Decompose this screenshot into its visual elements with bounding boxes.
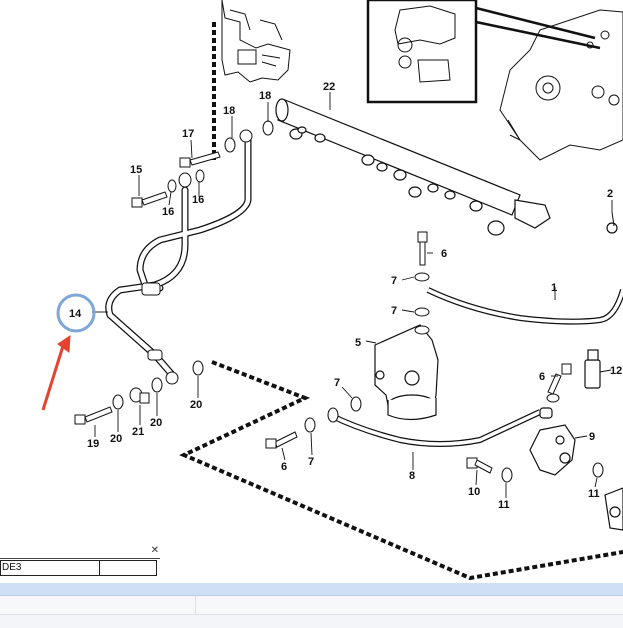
- callout-7a: 7: [391, 275, 397, 287]
- callout-20a: 20: [110, 433, 122, 445]
- callout-1: 1: [551, 282, 557, 294]
- callout-22: 22: [323, 81, 335, 93]
- bottom-band: [0, 583, 623, 628]
- callout-17: 17: [182, 128, 194, 140]
- callout-2: 2: [607, 188, 613, 200]
- callout-12: 12: [610, 365, 622, 377]
- mini-panel-divider: [99, 561, 100, 575]
- callout-15: 15: [130, 164, 142, 176]
- callout-6a: 6: [441, 248, 447, 260]
- mini-panel: ✕ DE3: [0, 545, 160, 581]
- pressure-sensor: [584, 349, 601, 389]
- fuel-rail: [275, 98, 551, 236]
- callout-10: 10: [468, 486, 480, 498]
- callout-11b: 11: [588, 488, 600, 500]
- bottom-table-divider: [195, 596, 196, 614]
- callout-14: 14: [69, 308, 82, 320]
- callout-18a: 18: [223, 105, 235, 117]
- fasteners: [74, 120, 615, 483]
- callout-7c: 7: [334, 377, 340, 389]
- callout-20b: 20: [150, 417, 162, 429]
- callout-16b: 16: [192, 194, 204, 206]
- callout-11a: 11: [498, 499, 510, 511]
- detail-inset: [366, 0, 601, 104]
- callout-6c: 6: [281, 461, 287, 473]
- highlight-circle: [56, 293, 96, 333]
- pipe-fittings: [141, 129, 253, 385]
- dashed-outline: [179, 360, 623, 581]
- filter-housing: [374, 324, 439, 421]
- callout-19: 19: [87, 438, 99, 450]
- mini-panel-field-text: DE3: [2, 562, 22, 573]
- engine-head-fragment: [499, 9, 623, 161]
- fuel-line: [426, 287, 623, 325]
- callout-5: 5: [355, 337, 361, 349]
- callout-18b: 18: [259, 90, 271, 102]
- red-arrow: [41, 335, 71, 411]
- callout-7b: 7: [391, 305, 397, 317]
- bottom-table-row[interactable]: [0, 596, 623, 615]
- callout-8: 8: [409, 470, 415, 482]
- leader-lines: [92, 92, 613, 498]
- callout-6b: 6: [539, 371, 545, 383]
- callout-9: 9: [589, 431, 595, 443]
- close-icon[interactable]: ✕: [150, 545, 159, 556]
- engine-block-fragment: [221, 0, 291, 83]
- callout-20c: 20: [190, 399, 202, 411]
- mini-panel-field[interactable]: DE3: [0, 560, 157, 576]
- fitting-block: [529, 407, 576, 476]
- callout-7d: 7: [308, 456, 314, 468]
- bottom-header-strip: [0, 583, 623, 596]
- callout-16a: 16: [162, 206, 174, 218]
- callouts: 22 18 18 17 15 16 16 14 2 6 7 7 1 5 7 6 …: [69, 81, 622, 511]
- right-part-fragment: [604, 222, 623, 531]
- mini-panel-titlebar: ✕: [0, 545, 160, 559]
- callout-21: 21: [132, 426, 144, 438]
